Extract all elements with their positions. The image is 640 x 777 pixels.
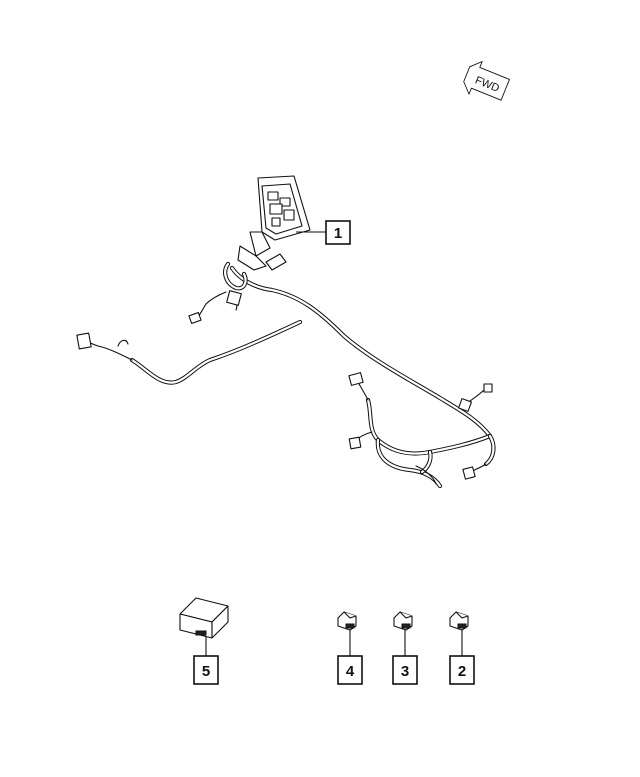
- connector-part-3: [393, 611, 413, 631]
- fuse-block-module: [237, 175, 311, 271]
- callout-4: 4: [337, 655, 363, 685]
- relay-part: [179, 597, 229, 639]
- callout-1: 1: [325, 220, 351, 245]
- callout-2: 2: [449, 655, 475, 685]
- wiring-harness: [129, 261, 496, 489]
- callout-4-number: 4: [346, 663, 355, 680]
- callout-2-number: 2: [458, 663, 466, 680]
- callout-3-number: 3: [401, 663, 409, 680]
- callout-1-number: 1: [334, 225, 342, 242]
- connector-part-4: [337, 611, 357, 631]
- callout-5: 5: [193, 655, 219, 685]
- callout-5-number: 5: [202, 663, 210, 680]
- harness-connectors: [76, 290, 493, 480]
- fwd-arrow-icon: FWD: [463, 61, 510, 101]
- connector-part-2: [449, 611, 469, 631]
- callout-3: 3: [392, 655, 418, 685]
